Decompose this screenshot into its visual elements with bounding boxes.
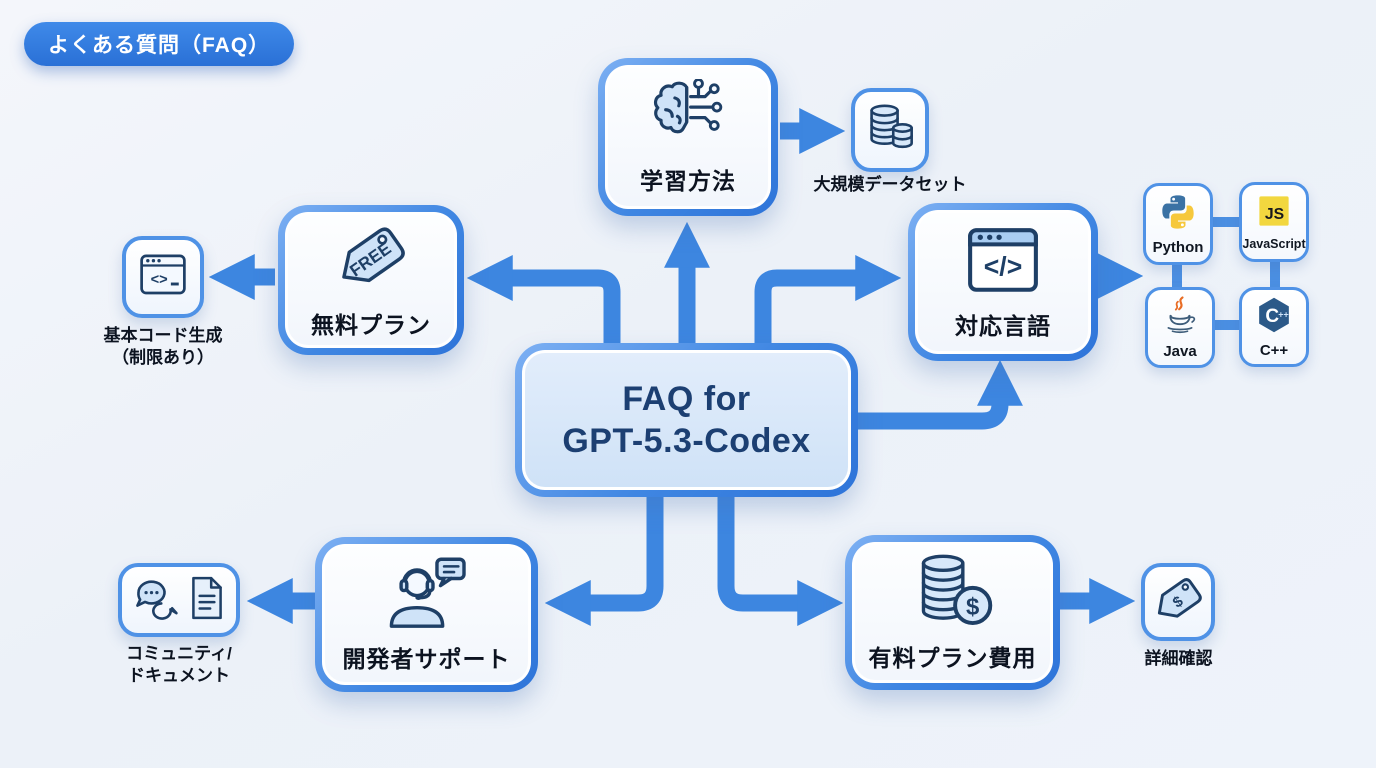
javascript-label: JavaScript — [1242, 237, 1306, 251]
headset-support-icon — [380, 555, 474, 634]
cpp-icon: C ++ — [1255, 296, 1293, 339]
javascript-icon: JS — [1256, 193, 1292, 234]
svg-text:C: C — [1265, 306, 1279, 327]
dev-support-label: 開発者サポート — [342, 646, 511, 672]
node-dataset[interactable] — [851, 88, 929, 172]
lang-card-java[interactable]: Java — [1145, 287, 1215, 368]
node-free-plan[interactable]: FREE 無料プラン — [278, 205, 464, 355]
dataset-label: 大規模データセット — [813, 175, 967, 194]
node-paid-plan[interactable]: $ 有料プラン費用 — [845, 535, 1060, 690]
node-languages[interactable]: </> 対応言語 — [908, 203, 1098, 361]
faq-title-badge: よくある質問（FAQ） — [24, 22, 295, 66]
coins-dollar-icon: $ — [908, 552, 998, 633]
cpp-label: C++ — [1259, 341, 1289, 359]
node-community[interactable] — [118, 563, 240, 637]
svg-text:++: ++ — [1278, 309, 1288, 319]
arrow-center-to-dev-support — [544, 492, 664, 626]
faq-title-label: よくある質問（FAQ） — [48, 34, 271, 57]
svg-text:<>: <> — [151, 272, 168, 288]
basic-code-label: 基本コード生成 （制限あり） — [63, 325, 263, 369]
python-icon — [1159, 193, 1197, 236]
arrow-center-to-paid-plan — [717, 492, 844, 626]
free-tag-icon: FREE — [328, 221, 414, 300]
languages-label: 対応言語 — [955, 312, 1051, 339]
basic-code-line1: 基本コード生成 — [103, 326, 223, 345]
center-title-line2: GPT-5.3-Codex — [562, 422, 811, 460]
learning-method-label: 学習方法 — [640, 167, 736, 194]
basic-code-line2: （制限あり） — [112, 348, 214, 368]
arrow-center-to-free-plan — [466, 255, 621, 350]
chat-bubbles-icon — [132, 575, 184, 626]
node-basic-code[interactable]: <> — [122, 236, 204, 318]
svg-text:$: $ — [966, 594, 979, 621]
community-label: コミュニティ/ ドキュメント — [88, 643, 270, 687]
node-details[interactable]: $ — [1141, 563, 1215, 641]
document-icon — [188, 575, 226, 626]
code-window-icon: <> — [136, 250, 190, 305]
java-label: Java — [1163, 343, 1197, 360]
community-line2: ドキュメント — [128, 666, 230, 686]
database-icon — [864, 100, 916, 161]
free-plan-label: 無料プラン — [311, 311, 431, 338]
cpp-card[interactable]: C ++ C++ — [1239, 287, 1309, 367]
svg-text:JS: JS — [1265, 206, 1284, 223]
arrow-center-to-languages-bottom — [855, 359, 1023, 430]
python-label: Python — [1152, 238, 1204, 256]
brain-circuit-icon — [646, 77, 730, 156]
svg-text:</>: </> — [984, 251, 1022, 281]
center-title-line1: FAQ for — [622, 379, 751, 418]
lang-card-python[interactable]: Python — [1143, 183, 1213, 265]
node-learning-method[interactable]: 学習方法 — [598, 58, 778, 216]
center-node-faq[interactable]: FAQ for GPT-5.3-Codex — [515, 343, 858, 497]
code-browser-icon: </> — [962, 224, 1044, 301]
details-label: 詳細確認 — [1144, 649, 1213, 668]
price-tag-icon: $ — [1150, 572, 1206, 633]
lang-card-javascript[interactable]: JS JavaScript — [1239, 182, 1309, 262]
paid-plan-label: 有料プラン費用 — [868, 645, 1037, 671]
java-icon — [1160, 295, 1200, 340]
node-dev-support[interactable]: 開発者サポート — [315, 537, 538, 692]
arrow-center-to-languages-top — [754, 255, 902, 350]
community-line1: コミュニティ/ — [126, 644, 232, 663]
